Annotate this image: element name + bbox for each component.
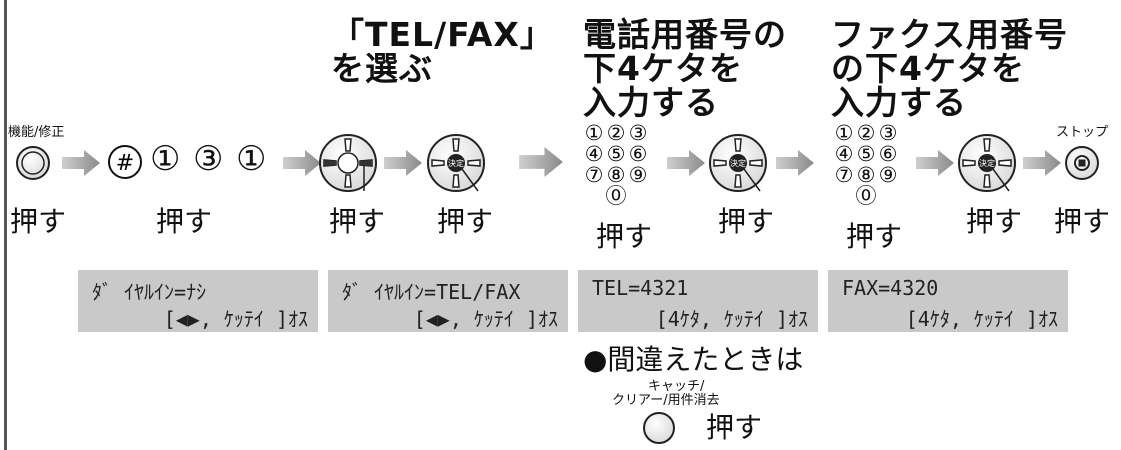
catch-clear-button[interactable]: [641, 410, 677, 446]
press-label-confirm-3: 押す: [966, 205, 1023, 238]
press-label-tel-keypad: 押す: [596, 220, 653, 253]
flow-arrow-7: [916, 150, 954, 176]
press-label-function: 押す: [10, 205, 67, 238]
dpad-select-button[interactable]: [318, 133, 378, 193]
numeric-keypad-tel[interactable]: ① ② ③ ④ ⑤ ⑥ ⑦ ⑧ ⑨ ⓪: [584, 121, 648, 208]
flow-arrow-1: [62, 150, 100, 176]
svg-text:#: #: [116, 151, 134, 176]
dpad-confirm-button[interactable]: 決定: [708, 133, 768, 193]
left-border-line: [4, 0, 7, 450]
svg-text:決定: 決定: [979, 158, 995, 168]
hash-key[interactable]: #: [107, 144, 143, 180]
lcd-display-fax-number: FAX=4320 [4ｹﾀ, ｹｯﾃｲ ]ｵｽ: [828, 270, 1068, 332]
press-label-fax-keypad: 押す: [846, 220, 903, 253]
digit-1-key[interactable]: ①: [236, 139, 267, 179]
heading-enter-fax-digits: ファクス用番号 の下4ケタを 入力する: [831, 15, 1069, 122]
flow-arrow-5: [667, 150, 705, 176]
lcd-display-tel-number: TEL=4321 [4ｹﾀ, ｹｯﾃｲ ]ｵｽ: [578, 270, 818, 332]
dpad-confirm-button[interactable]: 決定: [426, 133, 486, 193]
dpad-confirm-button[interactable]: 決定: [957, 133, 1017, 193]
press-label-correction: 押す: [706, 411, 763, 444]
numeric-keypad-fax[interactable]: ① ② ③ ④ ⑤ ⑥ ⑦ ⑧ ⑨ ⓪: [834, 121, 898, 208]
svg-text:決定: 決定: [448, 158, 464, 168]
correction-heading: ●間違えたときは: [583, 343, 804, 376]
function-correct-button[interactable]: [14, 144, 52, 182]
svg-text:決定: 決定: [730, 158, 746, 168]
catch-button-label-1: キャッチ/: [648, 379, 705, 394]
press-label-confirm-2: 押す: [718, 205, 775, 238]
flow-arrow-3: [384, 150, 422, 176]
stop-button-label: ストップ: [1056, 125, 1109, 140]
press-label-confirm-1: 押す: [437, 205, 494, 238]
lcd-display-telfax: ﾀﾞ ｲﾔﾙｲﾝ=TEL/FAX [◀▶, ｹｯﾃｲ ]ｵｽ: [328, 270, 568, 332]
heading-enter-tel-digits: 電話用番号の 下4ケタを 入力する: [583, 15, 787, 122]
press-label-stop: 押す: [1054, 205, 1111, 238]
digit-3-key[interactable]: ③: [193, 139, 224, 179]
flow-arrow-6: [776, 150, 814, 176]
catch-button-label-2: クリアー/用件消去: [612, 393, 720, 408]
press-label-select: 押す: [329, 205, 386, 238]
stop-button[interactable]: [1063, 144, 1101, 182]
press-label-code: 押す: [156, 205, 213, 238]
digit-1-key[interactable]: ①: [150, 139, 181, 179]
flow-arrow-4: [516, 147, 566, 177]
lcd-display-none: ﾀﾞ ｲﾔﾙｲﾝ=ﾅｼ [◀▶, ｹｯﾃｲ ]ｵｽ: [78, 270, 318, 332]
flow-arrow-2: [283, 150, 321, 176]
flow-arrow-8: [1023, 150, 1061, 176]
heading-select-telfax: 「TEL/FAX」 を選ぶ: [331, 15, 554, 88]
function-button-label: 機能/修正: [8, 125, 65, 140]
